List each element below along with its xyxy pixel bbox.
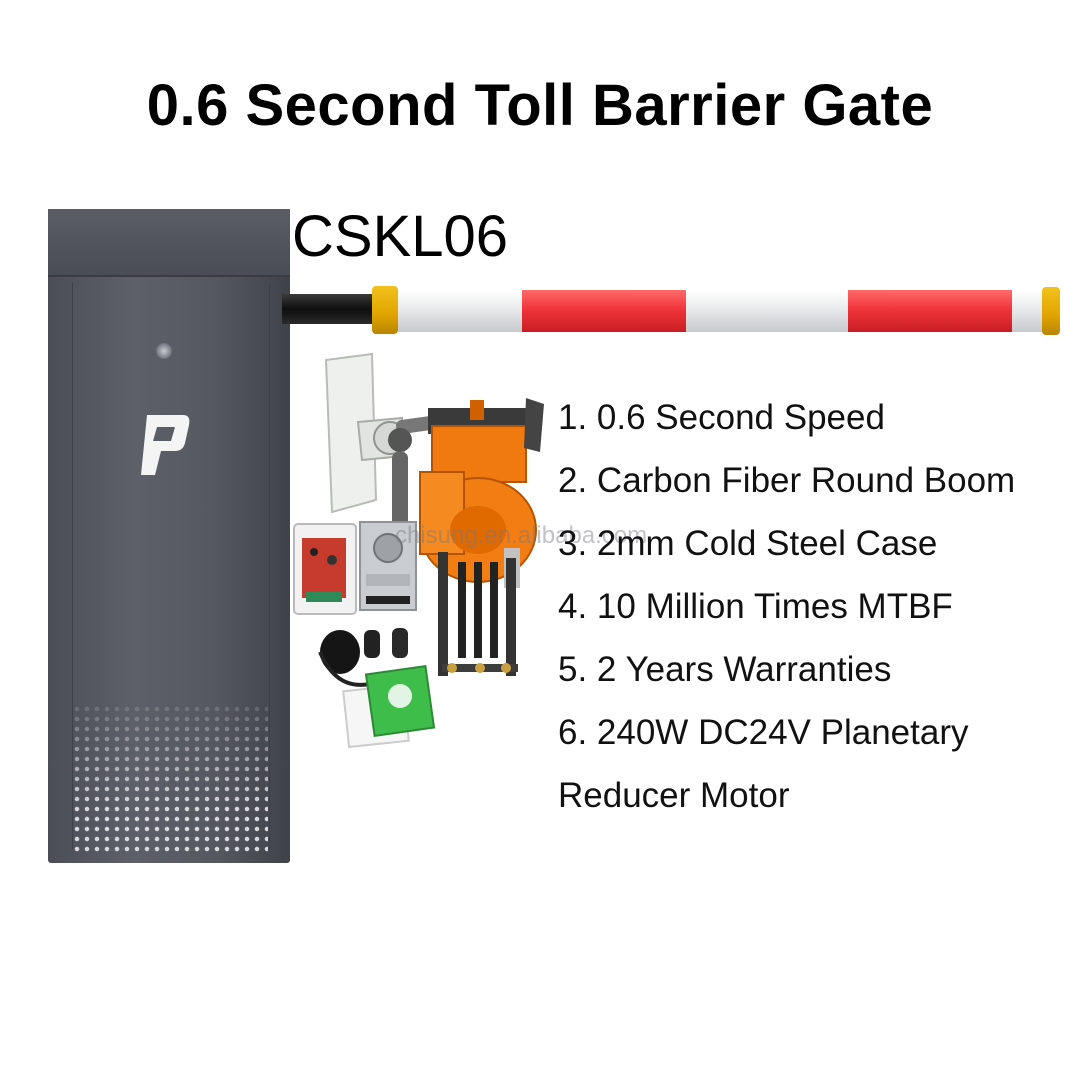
power-supply-icon	[359, 521, 417, 611]
cabinet-door	[72, 283, 270, 849]
boom-red-stripe	[522, 290, 686, 332]
feature-item: 4. 10 Million Times MTBF	[558, 587, 953, 626]
internal-parts-image	[293, 352, 544, 749]
cabinet-top-cover	[48, 209, 290, 277]
feature-item: 2. Carbon Fiber Round Boom	[558, 461, 1016, 500]
boom-red-stripe	[848, 290, 1012, 332]
cabinet-dot-pattern	[72, 704, 268, 854]
certificate-icon	[342, 664, 436, 749]
control-board-icon	[293, 523, 357, 615]
model-number: CSKL06	[292, 204, 509, 269]
remote-control-icon	[318, 628, 408, 687]
feature-item: Reducer Motor	[558, 776, 790, 815]
feature-item: 5. 2 Years Warranties	[558, 650, 892, 689]
motor-gearbox-icon	[419, 398, 544, 588]
boom-end-cap-right	[1042, 287, 1060, 335]
crank-linkage-icon	[388, 416, 437, 532]
feature-item: 6. 240W DC24V Planetary	[558, 713, 969, 752]
boom-pole	[398, 290, 1046, 332]
brand-logo-icon	[141, 415, 190, 475]
feature-item: 3. 2mm Cold Steel Case	[558, 524, 938, 563]
feature-list: 1. 0.6 Second Speed 2. Carbon Fiber Roun…	[558, 386, 1078, 827]
balance-springs-icon	[438, 552, 518, 676]
watermark: chisung.en.alibaba.com	[395, 522, 648, 549]
boom-end-cap-left	[372, 286, 398, 334]
page-title: 0.6 Second Toll Barrier Gate	[146, 73, 934, 138]
feature-item: 1. 0.6 Second Speed	[558, 398, 885, 437]
boom-arm-connector	[282, 294, 374, 324]
barrier-cabinet	[48, 209, 290, 863]
indicator-light-icon	[156, 343, 172, 359]
